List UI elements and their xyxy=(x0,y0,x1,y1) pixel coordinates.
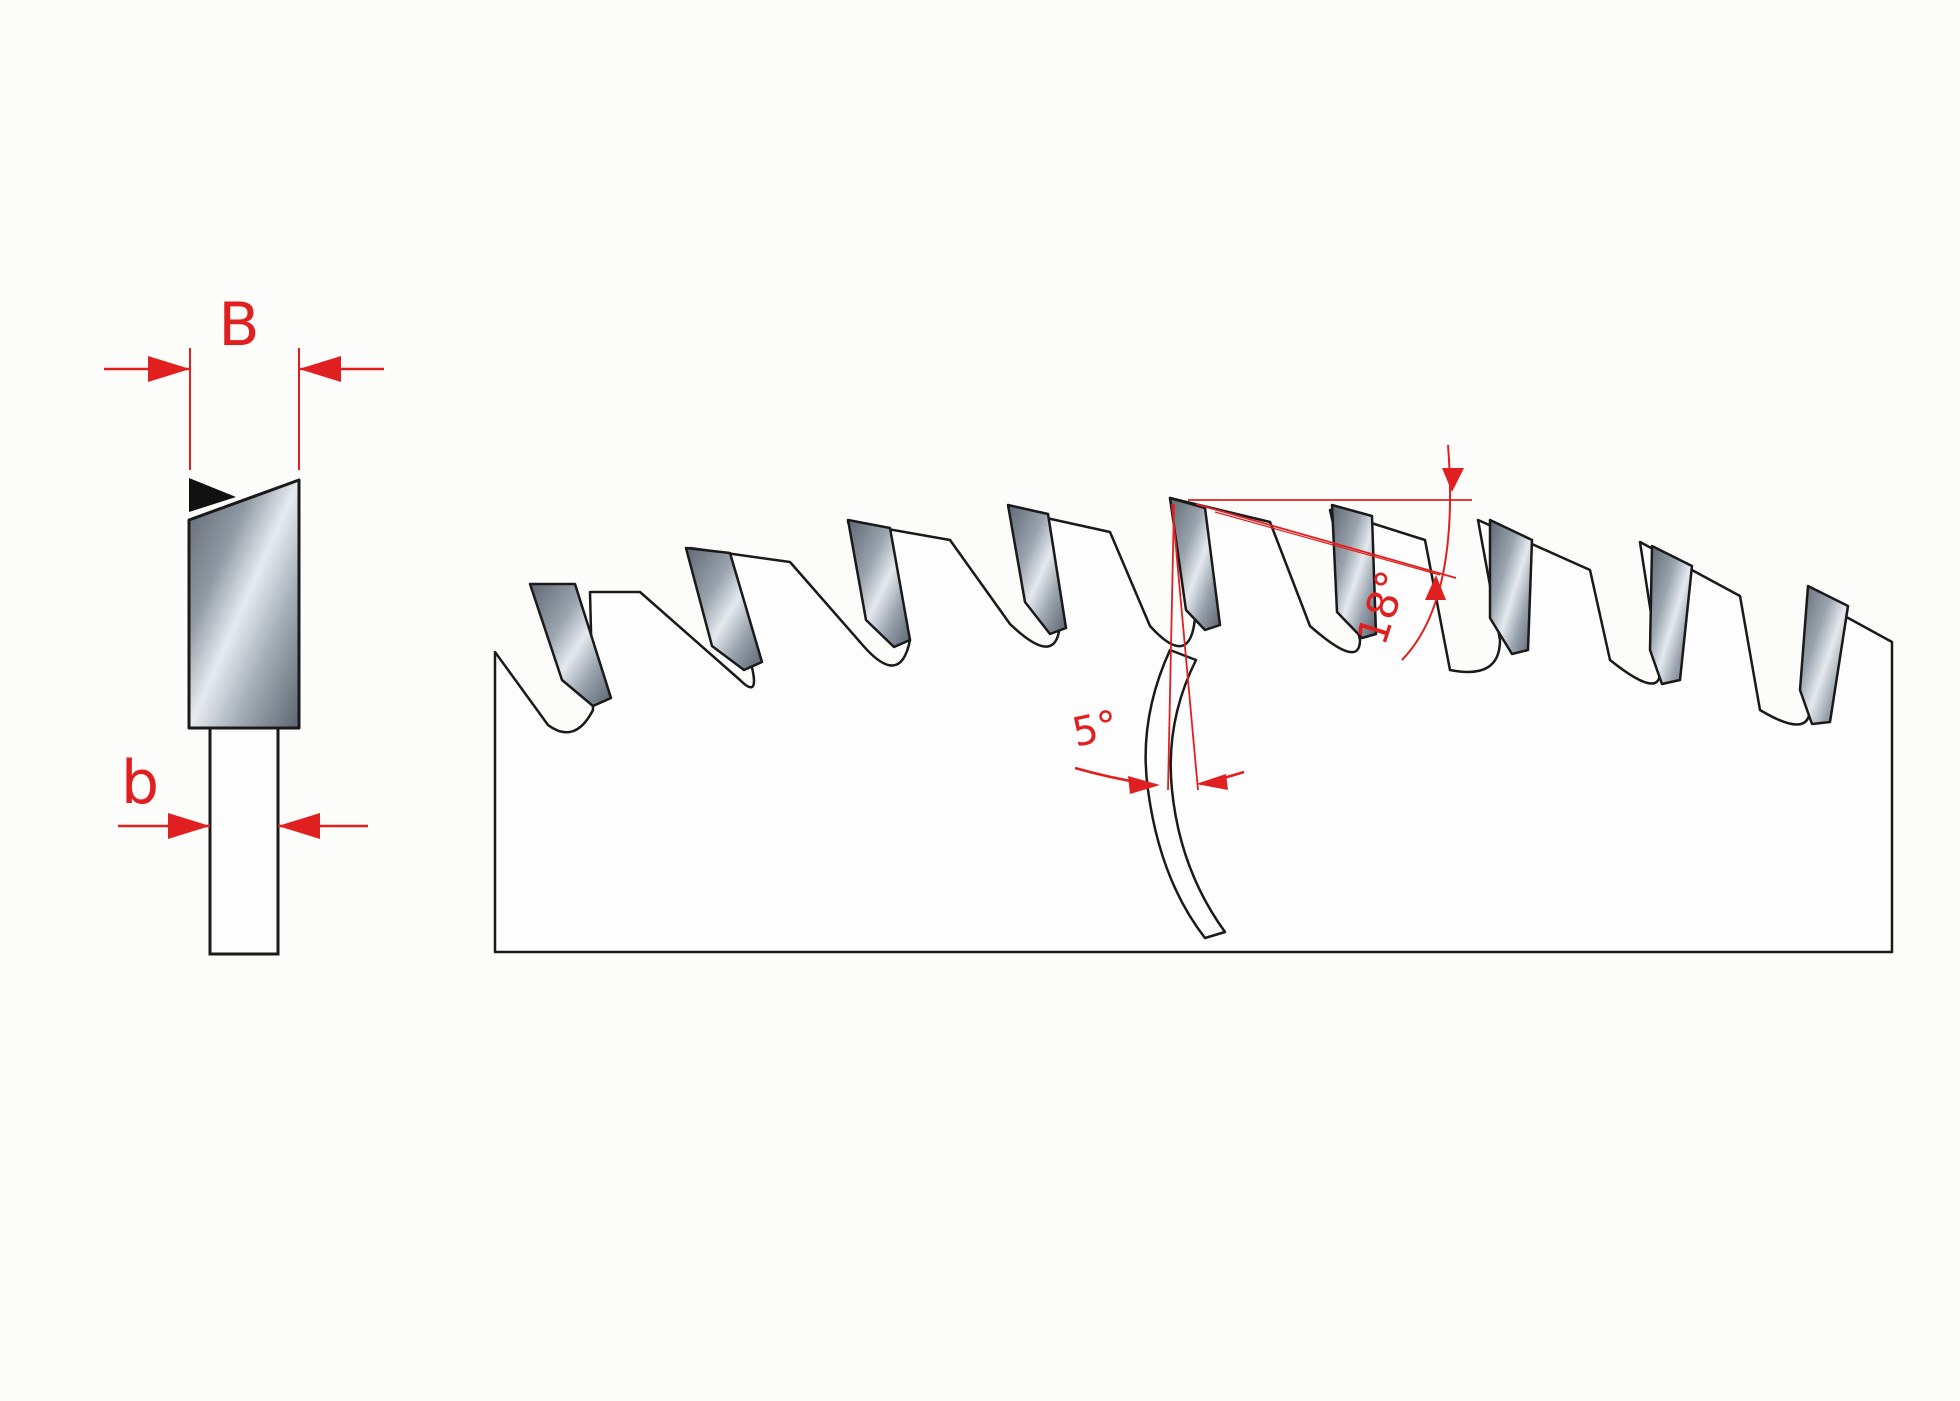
blade-plate xyxy=(208,726,280,956)
expansion-slot xyxy=(1144,648,1227,940)
carbide-teeth xyxy=(528,496,1850,726)
plate-thickness-dimension xyxy=(118,813,368,839)
tooth-cross-section xyxy=(187,478,301,956)
carbide-tooth xyxy=(1330,503,1378,640)
carbide-tooth xyxy=(684,546,764,672)
bevel-mark xyxy=(189,478,236,512)
carbide-tooth xyxy=(846,518,912,649)
carbide-tooth xyxy=(1648,544,1694,686)
kerf-width-label: B xyxy=(218,290,259,360)
hook-angle-label: 5° xyxy=(1068,702,1122,756)
blade-outline xyxy=(493,496,1894,954)
carbide-tooth xyxy=(1168,496,1222,632)
carbide-tooth xyxy=(1006,503,1068,636)
top-bevel-annotation xyxy=(1188,444,1472,661)
hook-angle-annotation xyxy=(1074,503,1245,794)
carbide-tooth xyxy=(1798,584,1850,726)
kerf-width-dimension xyxy=(104,348,384,470)
blade-side-view xyxy=(493,496,1894,954)
carbide-tooth xyxy=(1488,518,1534,656)
carbide-tip-section xyxy=(187,478,301,730)
plate-thickness-label: b xyxy=(121,748,159,818)
carbide-tooth xyxy=(528,582,613,708)
